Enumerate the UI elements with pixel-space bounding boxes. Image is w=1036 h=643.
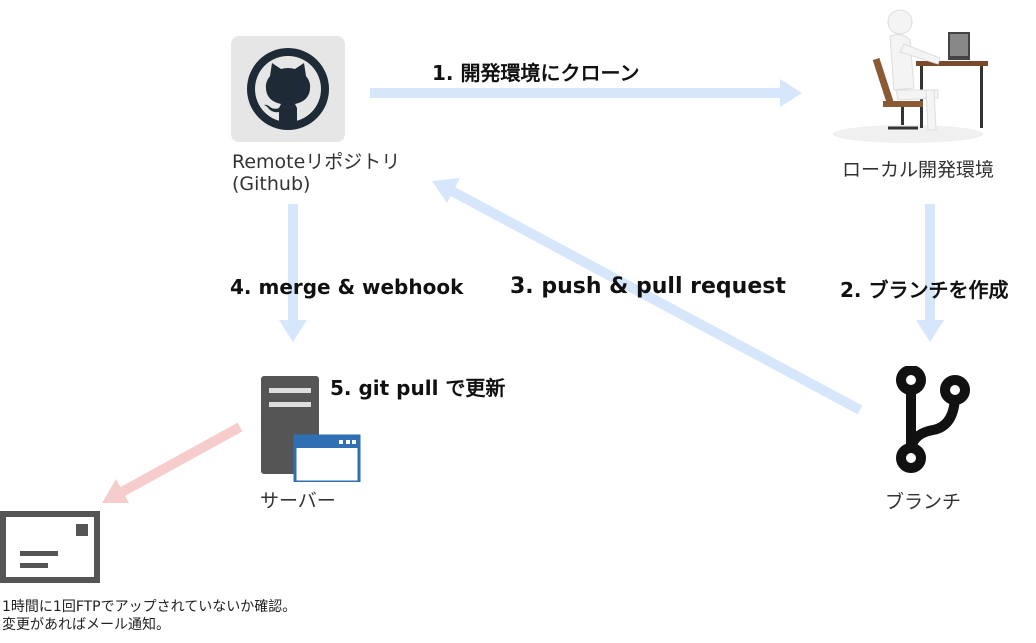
edge-label-pull: 5. git pull で更新: [330, 376, 506, 400]
github-icon: [231, 36, 345, 142]
mail-note: 1時間に1回FTPでアップされていないか確認。 変更があればメール通知。: [2, 598, 442, 634]
remote-repo-sublabel: (Github): [232, 173, 311, 195]
edge-label-push: 3. push & pull request: [510, 274, 786, 299]
arrow-merge: [279, 204, 307, 342]
server-icon: [259, 376, 361, 484]
person-at-desk-icon: [828, 6, 988, 144]
git-branch-icon: [893, 365, 975, 476]
arrow-notify: [102, 422, 243, 503]
remote-repo-label: Remoteリポジトリ: [232, 151, 401, 173]
arrow-push: [432, 178, 863, 415]
edge-label-branch: 2. ブランチを作成: [840, 278, 1009, 302]
server-label: サーバー: [260, 490, 336, 512]
envelope-icon: [0, 511, 100, 583]
edge-label-merge: 4. merge & webhook: [230, 275, 464, 299]
mail-note-line2: 変更があればメール通知。: [2, 617, 170, 633]
edge-label-clone: 1. 開発環境にクローン: [432, 61, 640, 85]
local-env-label: ローカル開発環境: [842, 159, 995, 181]
branch-label: ブランチ: [885, 491, 962, 513]
arrow-clone: [370, 79, 802, 107]
mail-note-line1: 1時間に1回FTPでアップされていないか確認。: [2, 599, 297, 615]
arrow-create-branch: [916, 204, 944, 342]
